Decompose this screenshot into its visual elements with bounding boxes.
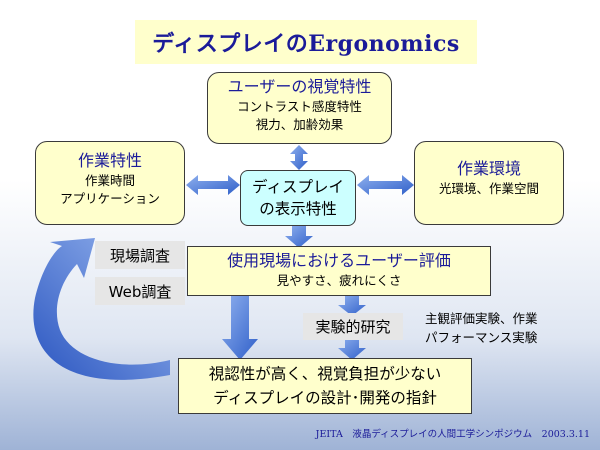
work-characteristics-box: 作業特性 作業時間 アプリケーション [35, 141, 185, 225]
slide-title: ディスプレイのErgonomics [135, 20, 477, 64]
work-environment-line1: 光環境、作業空間 [438, 181, 539, 196]
field-survey-label: 現場調査 [95, 241, 185, 269]
field-evaluation-line1: 見やすさ、疲れにくさ [276, 273, 402, 288]
user-visual-box: ユーザーの視覚特性 コントラスト感度特性 視力、加齢効果 [207, 72, 392, 144]
user-visual-line1: コントラスト感度特性 [237, 99, 362, 114]
web-survey-label: Web調査 [95, 277, 185, 305]
guideline-line2: ディスプレイの設計･開発の指針 [213, 389, 437, 407]
experiments-line1: 主観評価実験、作業 [425, 311, 538, 326]
field-evaluation-heading: 使用現場におけるユーザー評価 [227, 251, 451, 270]
curved-feedback-arrow [33, 238, 170, 380]
work-environment-heading: 作業環境 [456, 159, 521, 178]
guideline-box: 視認性が高く、視覚負担が少ない ディスプレイの設計･開発の指針 [178, 358, 472, 414]
arrow-experimental-guideline [338, 338, 366, 360]
experimental-research-label: 実験的研究 [303, 313, 403, 340]
experiments-note: 主観評価実験、作業 パフォーマンス実験 [425, 309, 590, 347]
arrow-eval-experimental [338, 296, 366, 316]
work-characteristics-line2: アプリケーション [60, 191, 160, 206]
display-characteristics-line2: の表示特性 [259, 200, 337, 218]
work-environment-box: 作業環境 光環境、作業空間 [414, 141, 564, 225]
display-characteristics-box: ディスプレイ の表示特性 [240, 170, 356, 226]
arrow-center-right [357, 175, 414, 195]
arrow-center-down [285, 226, 313, 248]
user-visual-heading: ユーザーの視覚特性 [227, 77, 372, 96]
experiments-line2: パフォーマンス実験 [425, 330, 538, 345]
arrow-left-center [186, 175, 240, 195]
field-evaluation-box: 使用現場におけるユーザー評価 見やすさ、疲れにくさ [187, 246, 491, 296]
footer-text: JEITA 液晶ディスプレイの人間工学シンポジウム 2003.3.11 [315, 429, 590, 440]
work-characteristics-heading: 作業特性 [77, 151, 142, 170]
arrow-eval-guideline-left [222, 296, 258, 360]
arrow-top-center [290, 145, 308, 170]
guideline-line1: 視認性が高く、視覚負担が少ない [208, 365, 442, 383]
display-characteristics-line1: ディスプレイ [252, 178, 344, 196]
work-characteristics-line1: 作業時間 [84, 173, 135, 188]
user-visual-line2: 視力、加齢効果 [255, 117, 344, 132]
